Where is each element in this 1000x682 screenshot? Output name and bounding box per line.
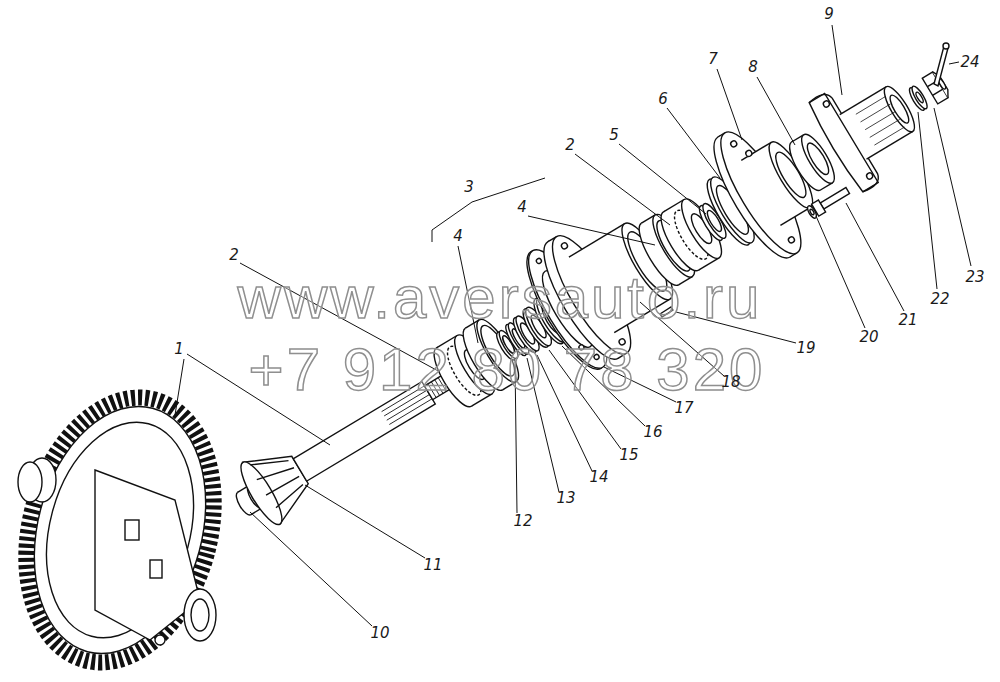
callout-number: 5 xyxy=(609,128,619,143)
callout-number: 7 xyxy=(708,52,718,67)
callout-number: 2 xyxy=(229,248,239,263)
callout-number: 4 xyxy=(453,229,463,244)
callout-number: 20 xyxy=(859,330,878,345)
callout-number: 19 xyxy=(796,341,815,356)
leader-lines xyxy=(175,25,971,626)
callout-number: 11 xyxy=(423,558,442,573)
callout-number: 24 xyxy=(960,55,979,70)
callout-number: 21 xyxy=(898,313,917,328)
callout-number: 4 xyxy=(517,200,527,215)
callout-number: 13 xyxy=(556,491,575,506)
watermark: +7 912 80 78 320 xyxy=(249,340,766,400)
callout-number: 12 xyxy=(513,514,532,529)
callout-number: 1 xyxy=(174,342,184,357)
callout-number: 17 xyxy=(674,401,693,416)
callout-number: 3 xyxy=(464,180,474,195)
callout-number: 9 xyxy=(824,7,834,22)
callout-number: 6 xyxy=(658,92,668,107)
callout-number: 15 xyxy=(619,448,638,463)
callout-number: 22 xyxy=(930,292,949,307)
callout-number: 8 xyxy=(748,60,758,75)
callout-number: 16 xyxy=(643,425,662,440)
callout-number: 14 xyxy=(589,470,608,485)
callout-number: 23 xyxy=(965,270,984,285)
watermark: www.aversauto.ru xyxy=(238,268,763,328)
callout-number: 2 xyxy=(565,138,575,153)
callout-number: 10 xyxy=(370,626,389,641)
callout-number: 18 xyxy=(721,375,740,390)
